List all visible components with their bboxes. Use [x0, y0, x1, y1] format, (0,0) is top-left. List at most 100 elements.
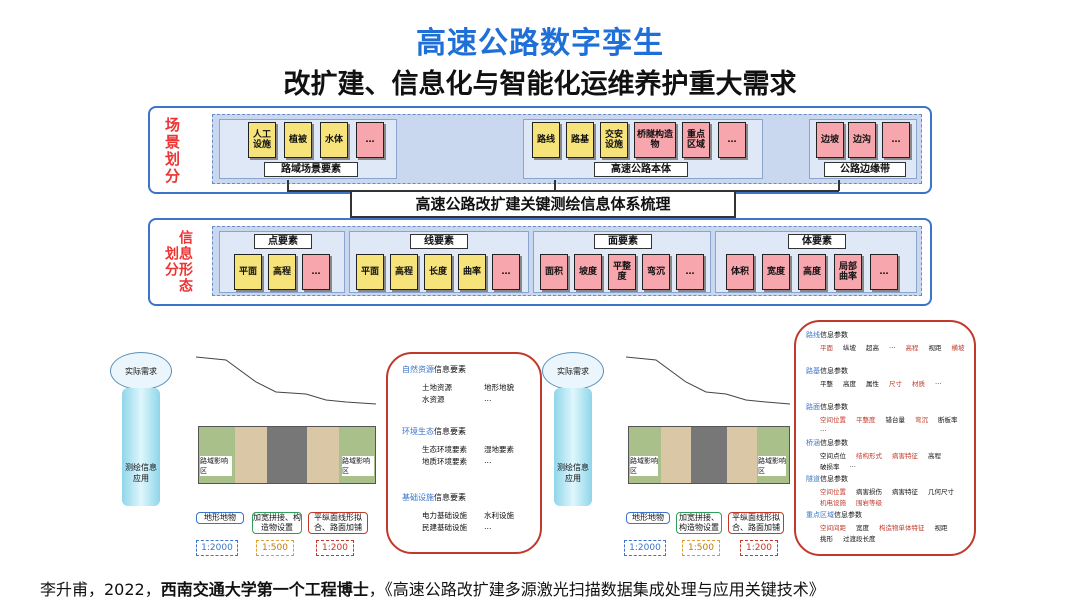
left-info-item: 地形地貌: [484, 383, 514, 392]
road-label: 路域影响区: [758, 456, 786, 476]
scale-box-label: 加宽拼接、构造物设置: [676, 512, 722, 534]
scene-group-1: 人工设施 植被 水体 … 路域场景要素: [219, 119, 397, 179]
info-item: …: [870, 254, 898, 290]
info-group-1: 点要素 平面 高程 …: [219, 231, 345, 293]
right-info-panel: 路线信息参数 平面纵坡超高…高程视距横坡 路基信息参数 平整高度属性尺寸材质… …: [794, 320, 976, 556]
demand-cloud: 实际需求: [542, 352, 604, 390]
scene-item: 边沟: [848, 122, 876, 158]
scale-label: 1:200: [740, 540, 778, 556]
right-info-row: 空间位置病害损伤病害特征几何尺寸机电设施围岩等级: [820, 488, 954, 507]
info-item: 平整度: [608, 254, 636, 290]
scene-group-label: 高速公路本体: [594, 162, 688, 177]
scale-label: 1:2000: [196, 540, 238, 556]
info-group-label: 体要素: [788, 234, 846, 249]
scale-label: 1:500: [682, 540, 720, 556]
main-title: 高速公路数字孪生: [416, 26, 664, 61]
scene-group-2: 路线 路基 交安设施 桥隧构造物 重点区域 … 高速公路本体: [523, 119, 763, 179]
info-item: …: [676, 254, 704, 290]
road-label: 路域影响区: [630, 456, 658, 476]
left-info-item: 湿地要素: [484, 445, 514, 454]
footer-school: 西南交通大学第一个工程博士: [160, 580, 369, 599]
left-info-item: 水资源: [422, 395, 445, 404]
right-info-head: 路线信息参数: [806, 331, 848, 339]
scene-item: 桥隧构造物: [634, 122, 676, 158]
right-info-row: 平面纵坡超高…高程视距横坡: [820, 342, 965, 352]
flow-cylinder: [122, 388, 160, 506]
center-bar: 高速公路改扩建关键测绘信息体系梳理: [350, 190, 736, 218]
info-group-3: 面要素 面积 坡度 平整度 弯沉 …: [533, 231, 711, 293]
info-item: 弯沉: [642, 254, 670, 290]
left-info-item: …: [484, 522, 492, 531]
info-item: 曲率: [458, 254, 486, 290]
scene-label: 场景划分: [163, 117, 181, 185]
left-info-head: 自然资源信息要素: [402, 365, 466, 374]
footer-work: ，《高速公路改扩建多源激光扫描数据集成处理与应用关键技术》: [368, 580, 825, 599]
info-group-4: 体要素 体积 宽度 高度 局部曲率 …: [715, 231, 917, 293]
road-label: 路域影响区: [342, 456, 374, 476]
info-item: 长度: [424, 254, 452, 290]
info-group-2: 线要素 平面 高程 长度 曲率 …: [349, 231, 529, 293]
right-info-head: 路基信息参数: [806, 367, 848, 375]
scene-item: …: [356, 122, 384, 158]
subtitle: 改扩建、信息化与智能化运维养护重大需求: [283, 69, 797, 100]
info-item: 高程: [268, 254, 296, 290]
right-info-head: 桥涵信息参数: [806, 439, 848, 447]
scale-label: 1:2000: [624, 540, 666, 556]
scene-item: …: [882, 122, 910, 158]
scale-box-label: 加宽拼接、构造物设置: [252, 512, 302, 534]
left-info-item: 地质环境要素: [422, 457, 467, 466]
right-info-row: 空间点位结构形式病害特征高程破损率…: [820, 452, 941, 471]
info-inner: 点要素 平面 高程 … 线要素 平面 高程 长度 曲率 … 面要素 面积 坡度 …: [212, 226, 922, 296]
cylinder-label: 测绘信息应用: [125, 463, 157, 483]
right-info-row: 空间间距宽度构造物单体特征视距挑形过渡段长度: [820, 524, 948, 543]
citation-footer: 李升甫，2022，西南交通大学第一个工程博士，《高速公路改扩建多源激光扫描数据集…: [40, 576, 825, 600]
info-item: …: [302, 254, 330, 290]
scene-item: 路线: [532, 122, 560, 158]
info-panel: 信息形态划分 点要素 平面 高程 … 线要素 平面 高程 长度 曲率 … 面要素…: [148, 218, 932, 306]
info-item: …: [492, 254, 520, 290]
scene-item: 重点区域: [682, 122, 710, 158]
info-item: 平面: [356, 254, 384, 290]
scene-group-label: 公路边缘带: [824, 162, 906, 177]
scale-box-label: 地形地物: [626, 512, 670, 524]
road-label: 路域影响区: [200, 456, 232, 476]
info-item: 面积: [540, 254, 568, 290]
right-info-head: 重点区域信息参数: [806, 511, 862, 519]
scene-item: 水体: [320, 122, 348, 158]
right-info-head: 路面信息参数: [806, 403, 848, 411]
connector-line: [554, 180, 556, 191]
scale-label: 1:200: [316, 540, 354, 556]
left-info-head: 基础设施信息要素: [402, 493, 466, 502]
terrain-profile: [626, 356, 790, 405]
scene-panel: 场景划分 人工设施 植被 水体 … 路域场景要素 路线 路基 交安设施 桥隧构造…: [148, 106, 932, 194]
left-info-item: 土地资源: [422, 383, 452, 392]
info-item: 平面: [234, 254, 262, 290]
terrain-profile: [196, 356, 376, 405]
left-info-item: …: [484, 456, 492, 465]
scene-item: 交安设施: [600, 122, 628, 158]
scene-item: …: [718, 122, 746, 158]
cylinder-label: 测绘信息应用: [557, 463, 589, 483]
info-item: 坡度: [574, 254, 602, 290]
left-info-item: …: [484, 394, 492, 403]
scale-box-label: 平纵面线形拟合、路面加铺: [728, 512, 784, 534]
info-item: 宽度: [762, 254, 790, 290]
right-info-row: 平整高度属性尺寸材质…: [820, 378, 942, 388]
info-item: 体积: [726, 254, 754, 290]
info-group-label: 线要素: [410, 234, 468, 249]
info-label: 信息形态划分: [163, 230, 193, 294]
scale-box-label: 平纵面线形拟合、路面加铺: [308, 512, 368, 534]
info-item: 高度: [798, 254, 826, 290]
left-info-item: 生态环境要素: [422, 445, 467, 454]
scale-label: 1:500: [256, 540, 294, 556]
scene-item: 植被: [284, 122, 312, 158]
demand-cloud: 实际需求: [110, 352, 172, 390]
scale-box-label: 地形地物: [196, 512, 244, 524]
scene-inner: 人工设施 植被 水体 … 路域场景要素 路线 路基 交安设施 桥隧构造物 重点区…: [212, 114, 922, 184]
flow-cylinder: [554, 388, 592, 506]
scene-item: 人工设施: [248, 122, 276, 158]
info-group-label: 面要素: [594, 234, 652, 249]
left-info-item: 民建基础设施: [422, 523, 467, 532]
left-info-item: 电力基础设施: [422, 511, 467, 520]
connector-line: [287, 180, 289, 191]
